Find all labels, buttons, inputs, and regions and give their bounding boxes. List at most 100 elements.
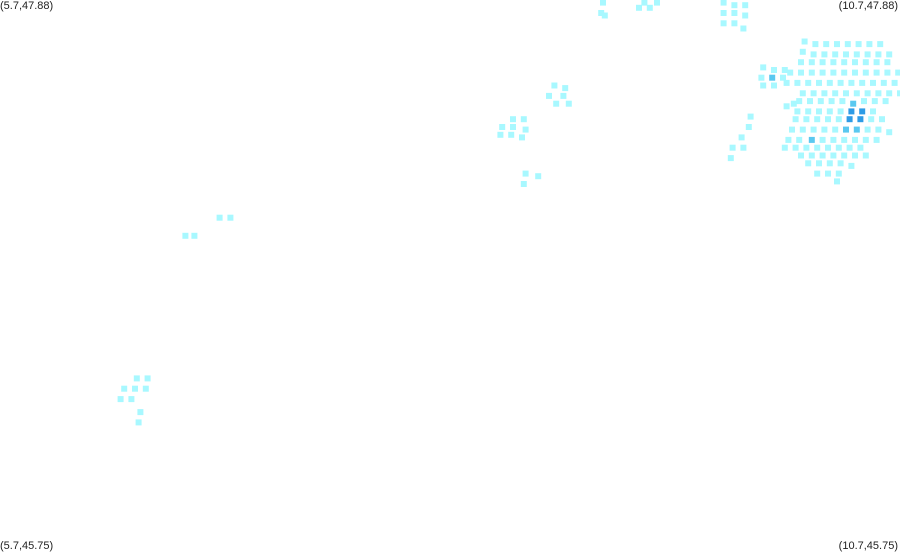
density-cell — [747, 113, 754, 120]
density-cell — [843, 51, 849, 58]
density-cell — [830, 59, 837, 66]
density-cell — [144, 375, 151, 382]
density-cell — [826, 108, 833, 115]
density-cell — [825, 170, 831, 177]
density-cell — [142, 385, 149, 392]
density-cell — [808, 69, 815, 76]
density-cell — [499, 124, 506, 130]
density-cell — [798, 59, 804, 66]
density-cell — [790, 100, 797, 107]
density-cell — [877, 41, 884, 48]
density-cell — [796, 136, 803, 143]
density-cell — [771, 67, 777, 73]
density-cell — [884, 59, 891, 66]
density-cell — [794, 79, 801, 86]
density-cell — [598, 10, 605, 16]
density-cell — [895, 69, 900, 76]
density-cell — [781, 67, 788, 73]
density-cell — [848, 162, 855, 169]
density-cell — [875, 51, 882, 58]
density-cell — [819, 152, 826, 159]
density-cell — [520, 181, 527, 187]
density-cell — [859, 108, 866, 115]
density-cell — [875, 90, 882, 97]
density-cell — [760, 64, 767, 71]
density-cell — [886, 90, 893, 97]
density-cell — [841, 69, 848, 76]
density-cell — [810, 126, 817, 133]
density-cell — [553, 100, 560, 107]
density-cell — [875, 126, 882, 133]
density-cell — [810, 51, 817, 58]
density-cell — [852, 136, 858, 143]
density-cell — [830, 152, 837, 159]
density-cell — [731, 2, 738, 9]
density-cell — [133, 375, 140, 382]
density-cell — [843, 126, 849, 133]
density-cell — [891, 79, 898, 86]
density-cell — [853, 51, 860, 58]
density-cell — [832, 126, 839, 133]
density-cell — [742, 12, 749, 19]
density-cell — [551, 82, 558, 89]
density-cell — [826, 79, 833, 86]
density-cell — [641, 0, 648, 6]
density-cell — [873, 136, 880, 143]
density-cell — [884, 69, 891, 76]
density-cell — [727, 155, 734, 162]
density-cell — [886, 51, 893, 58]
density-cell — [870, 79, 876, 86]
density-cell — [871, 98, 878, 105]
density-cell — [837, 79, 844, 86]
density-cell — [812, 41, 819, 48]
density-cell — [843, 90, 849, 97]
density-cell — [814, 116, 821, 123]
density-cell — [522, 126, 529, 133]
density-cell — [835, 144, 842, 151]
density-cell — [546, 92, 552, 99]
density-cell — [738, 134, 745, 141]
corner-label-bottom-left: (5.7,45.75) — [0, 540, 54, 552]
density-cell — [852, 152, 858, 159]
density-cell — [857, 116, 864, 123]
density-cell — [823, 41, 830, 48]
density-cell — [810, 90, 817, 97]
corner-label-bottom-right: (10.7,45.75) — [838, 540, 898, 552]
density-cell — [808, 136, 815, 143]
density-cell — [720, 10, 727, 16]
density-cell — [821, 51, 828, 58]
density-cell — [852, 59, 858, 66]
density-cell — [841, 59, 848, 66]
density-cell — [841, 136, 848, 143]
density-cell — [897, 90, 900, 97]
density-cell — [792, 144, 799, 151]
density-cell — [873, 69, 880, 76]
density-cell — [720, 0, 727, 6]
density-cell — [785, 136, 792, 143]
density-cell — [720, 20, 727, 27]
density-cell — [808, 59, 815, 66]
density-cell — [510, 116, 516, 123]
density-cell — [862, 152, 869, 159]
density-cell — [835, 170, 842, 177]
density-cell — [828, 98, 835, 105]
density-cell — [857, 144, 864, 151]
density-cell — [191, 232, 198, 239]
density-cell — [862, 136, 869, 143]
density-cell — [859, 79, 866, 86]
density-cell — [825, 116, 831, 123]
density-cell — [835, 116, 842, 123]
density-cell — [794, 108, 801, 115]
density-cell — [799, 90, 806, 97]
density-cell — [864, 90, 871, 97]
density-cell — [861, 98, 867, 105]
density-cell — [769, 74, 776, 81]
density-cell — [841, 152, 848, 159]
density-cell — [830, 136, 837, 143]
density-cell — [522, 170, 529, 177]
density-cell — [855, 41, 862, 48]
density-cell — [771, 82, 777, 89]
density-cell — [880, 79, 887, 86]
density-cell — [565, 100, 572, 107]
